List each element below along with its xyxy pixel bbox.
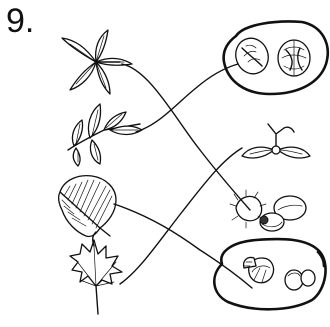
match-line-maple-leaf bbox=[120, 148, 242, 284]
walnut-icon bbox=[231, 34, 310, 79]
horse-chestnut-icon bbox=[230, 190, 306, 231]
match-line-walnut-leaf bbox=[136, 64, 238, 132]
hazelnut-icon bbox=[244, 257, 315, 290]
walnut-leaf-icon bbox=[68, 104, 142, 166]
chestnut-leaf-icon bbox=[62, 30, 132, 94]
maple-seed-icon bbox=[242, 124, 310, 158]
circle-overlap-mark bbox=[318, 252, 324, 266]
hazel-leaf-icon bbox=[59, 176, 116, 237]
maple-leaf-icon bbox=[70, 232, 122, 314]
match-line-chestnut-leaf bbox=[122, 64, 250, 210]
